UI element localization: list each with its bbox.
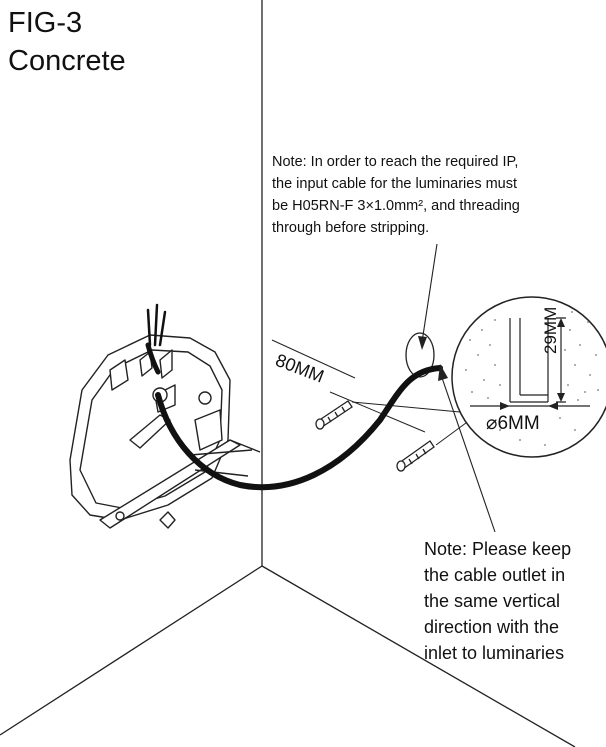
outlet-note-line-2: the cable outlet in — [424, 565, 566, 585]
input-cable — [145, 303, 443, 491]
wall-anchor-upper — [315, 400, 353, 430]
cable-outlet-note: Note: Please keep the cable outlet in th… — [424, 536, 571, 666]
figure-id: FIG-3 — [8, 7, 83, 39]
ip-note-line-2: the input cable for the luminaries must — [272, 176, 518, 192]
note-arrowheads — [418, 336, 448, 381]
ip-note-line-1: Note: In order to reach the required IP, — [272, 154, 519, 170]
ip-note-line-4: through before stripping. — [272, 220, 430, 236]
callout-leaders — [351, 401, 471, 446]
outlet-note-line-1: Note: Please keep — [424, 539, 572, 559]
magnified-hole-detail — [451, 296, 606, 458]
figure-material: Concrete — [8, 45, 126, 77]
hole-diameter-label: ⌀6MM — [486, 413, 540, 434]
outlet-note-line-3: the same vertical — [424, 591, 561, 611]
cable-outlet-hole — [405, 332, 435, 378]
luminaire-housing — [69, 334, 261, 529]
outlet-note-line-4: direction with the — [424, 617, 560, 637]
ip-note-line-3: be H05RN-F 3×1.0mm², and threading — [272, 198, 520, 214]
wall-anchor-lower — [396, 440, 435, 472]
ip-requirement-note: Note: In order to reach the required IP,… — [272, 151, 520, 239]
dimension-line-80mm — [271, 339, 426, 433]
outlet-note-line-5: inlet to luminaries — [424, 643, 565, 663]
hole-depth-label: 29MM — [541, 306, 560, 354]
wall-corner — [0, 0, 576, 747]
note-leaders — [421, 243, 496, 533]
